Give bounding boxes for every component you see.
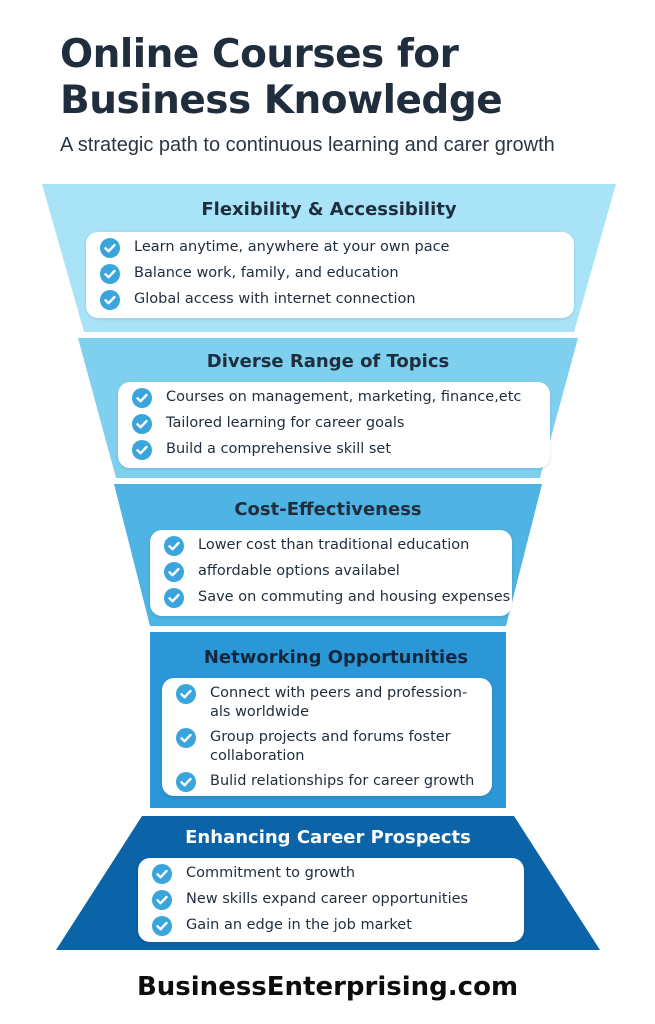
section-title: Flexibility & Accessibility [201, 199, 457, 220]
list-item-text: Commitment to growth [186, 865, 356, 881]
page-subtitle: A strategic path to continuous learning … [60, 134, 555, 156]
list-item-text: Courses on management, marketing, financ… [166, 389, 522, 405]
check-circle-icon [132, 440, 152, 460]
list-item-text: Tailored learning for career goals [166, 415, 405, 431]
check-circle-icon [152, 864, 172, 884]
funnel-stage-topics: Diverse Range of Topics Courses on manag… [78, 338, 578, 478]
check-circle-icon [164, 536, 184, 556]
funnel-stage-flexibility: Flexibility & Accessibility Learn anytim… [42, 184, 616, 332]
title-line-2: Business Knowledge [60, 78, 503, 123]
section-title: Enhancing Career Prospects [185, 827, 471, 848]
list-item-text: Build a comprehensive skill set [166, 441, 392, 457]
check-circle-icon [100, 238, 120, 258]
check-circle-icon [132, 388, 152, 408]
check-circle-icon [152, 890, 172, 910]
list-item-text: Save on commuting and housing expenses [198, 589, 511, 605]
check-circle-icon [132, 414, 152, 434]
list-item-text: New skills expand career opportunities [186, 891, 469, 907]
check-circle-icon [176, 772, 196, 792]
brand-footer: BusinessEnterprising.com [136, 972, 519, 1002]
list-item-text: Bulid relationships for career growth [210, 773, 475, 789]
list-item-text: Lower cost than traditional education [198, 537, 470, 553]
section-card: Courses on management, marketing, financ… [118, 382, 550, 468]
title-line-1: Online Courses for [60, 32, 459, 77]
section-card: Commitment to growth New skills expand c… [138, 858, 524, 942]
check-circle-icon [164, 562, 184, 582]
funnel-stage-cost: Cost-Effectiveness Lower cost than tradi… [114, 484, 542, 626]
list-item-text: Group projects and forums foster collabo… [210, 729, 451, 764]
list-item-text: Gain an edge in the job market [186, 917, 412, 933]
list-item-text: Balance work, family, and education [134, 265, 399, 281]
list-item-text: affordable options availabel [198, 563, 400, 579]
section-title: Diverse Range of Topics [206, 351, 450, 372]
section-card: Connect with peers and profession- als w… [162, 678, 492, 796]
page-title: Online Courses for Business Knowledge [60, 32, 640, 124]
funnel-stage-career: Enhancing Career Prospects Commitment to… [56, 816, 600, 950]
section-card: Learn anytime, anywhere at your own pace… [86, 232, 574, 318]
section-card: Lower cost than traditional education af… [150, 530, 512, 616]
check-circle-icon [152, 916, 172, 936]
list-item-text: Connect with peers and profession- als w… [210, 685, 468, 720]
check-circle-icon [176, 728, 196, 748]
check-circle-icon [100, 290, 120, 310]
section-title: Networking Opportunities [203, 647, 469, 668]
funnel-stage-networking: Networking Opportunities Connect with pe… [150, 632, 506, 808]
list-item-text: Learn anytime, anywhere at your own pace [134, 239, 450, 255]
section-title: Cost-Effectiveness [234, 499, 422, 520]
check-circle-icon [176, 684, 196, 704]
list-item-text: Global access with internet connection [134, 291, 416, 307]
check-circle-icon [164, 588, 184, 608]
check-circle-icon [100, 264, 120, 284]
